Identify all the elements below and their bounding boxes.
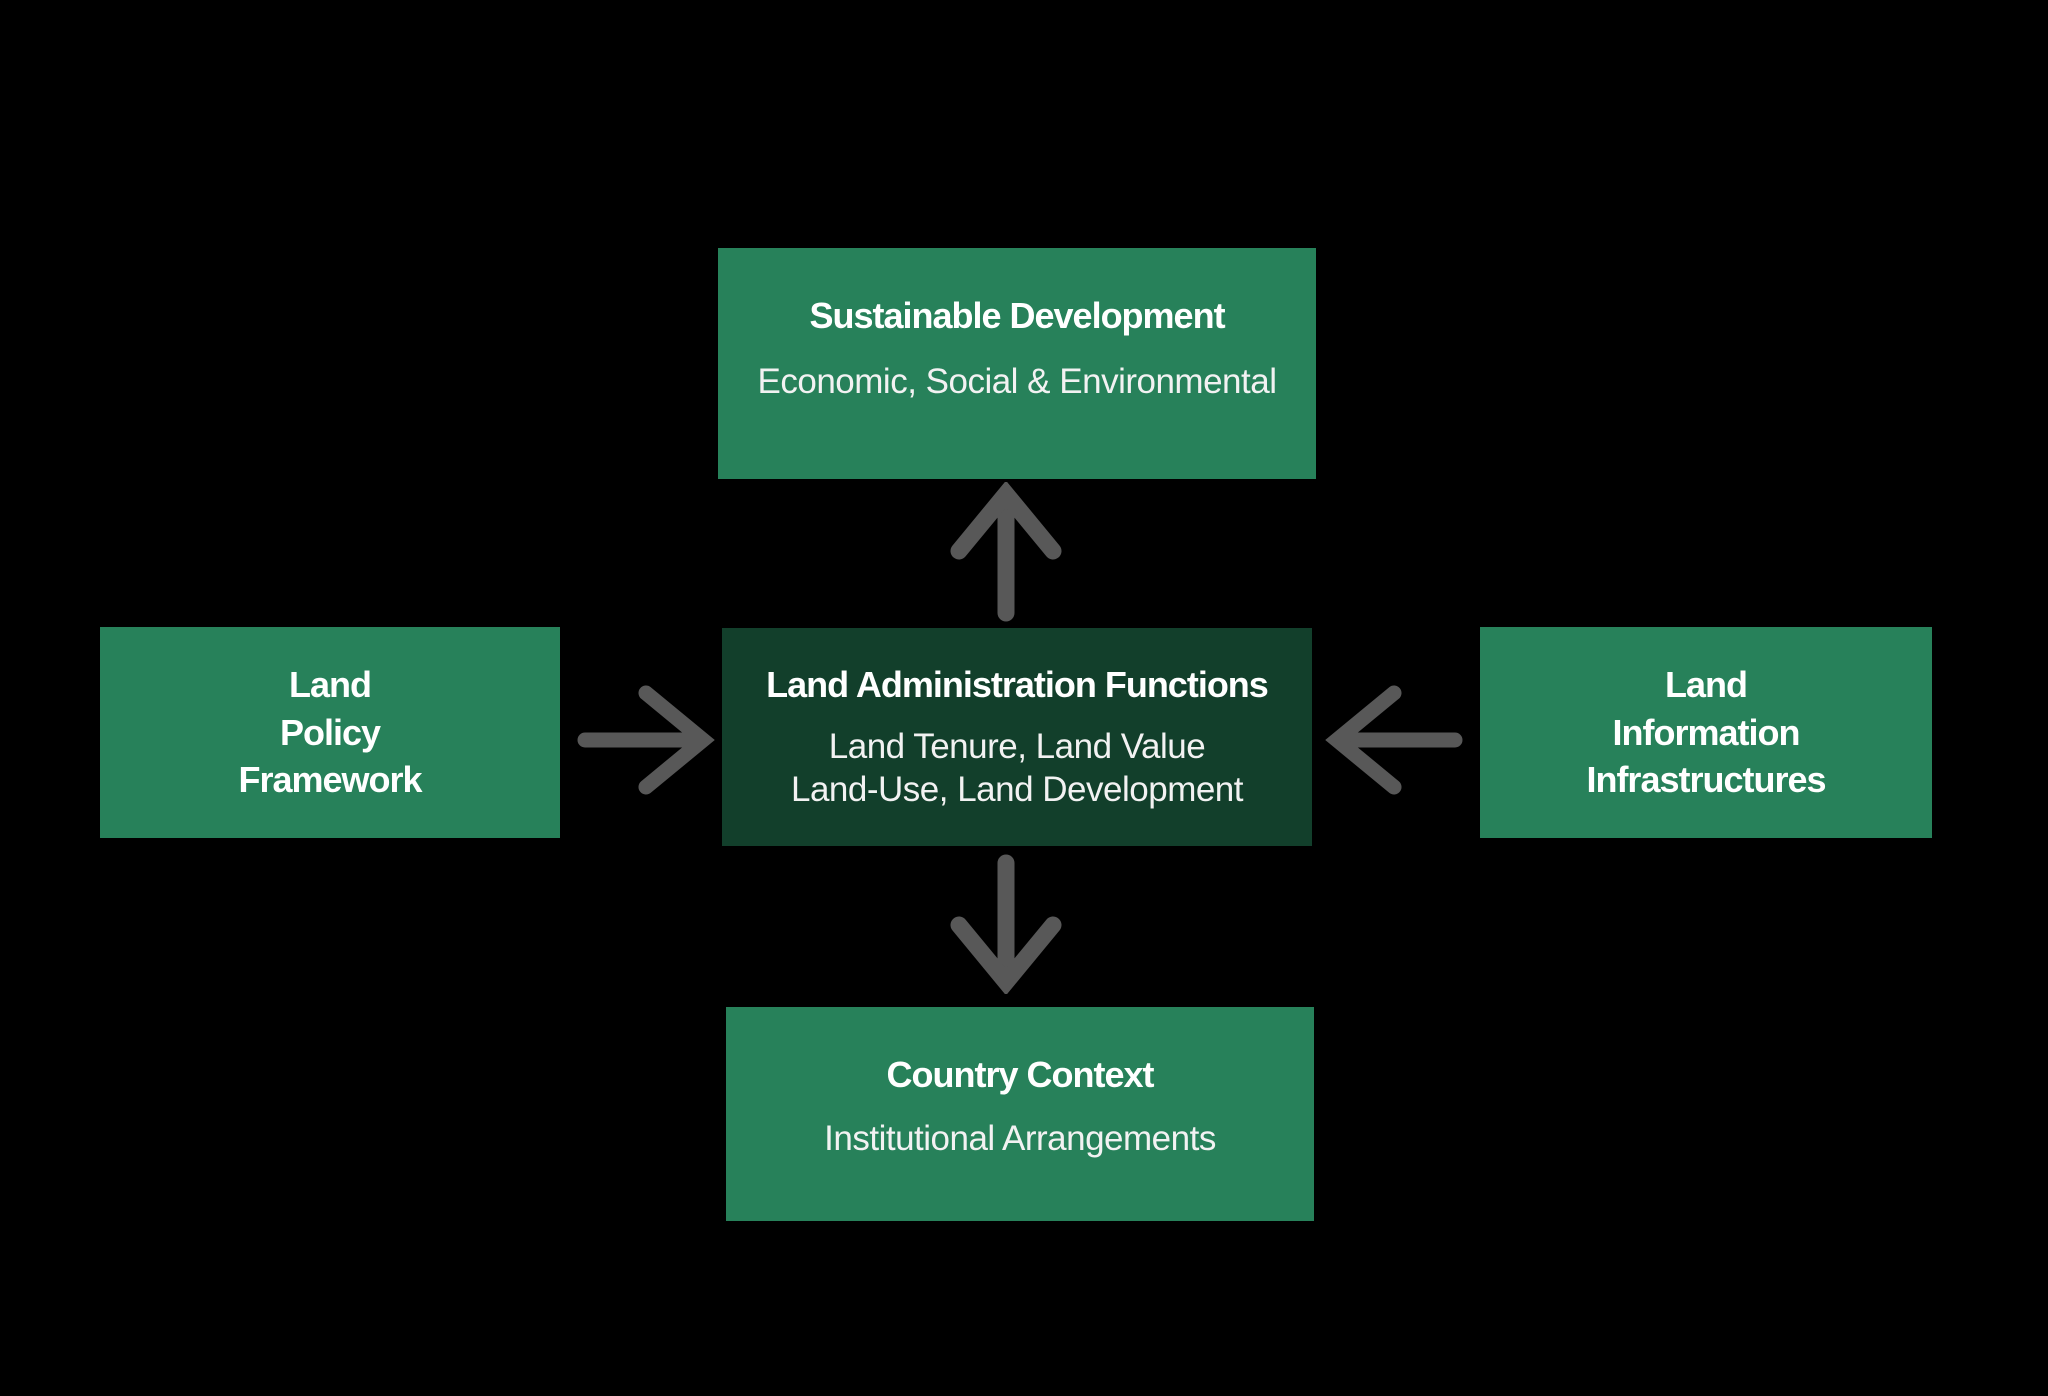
arrow-up-icon (950, 482, 1062, 622)
box-land-administration-functions: Land Administration Functions Land Tenur… (722, 628, 1312, 846)
country-context-subtitle: Institutional Arrangements (824, 1119, 1216, 1159)
land-policy-framework-line-2: Policy (279, 711, 381, 753)
sustainable-development-title: Sustainable Development (809, 294, 1225, 336)
land-information-infrastructures-line-3: Infrastructures (1586, 759, 1826, 801)
arrow-down-icon (950, 854, 1062, 994)
land-administration-functions-body-line-1: Land Tenure, Land Value (828, 726, 1206, 766)
country-context-title: Country Context (886, 1054, 1155, 1096)
land-administration-functions-body-line-2: Land-Use, Land Development (790, 769, 1244, 809)
box-land-information-infrastructures: Land Information Infrastructures (1480, 627, 1932, 838)
land-information-infrastructures-line-2: Information (1612, 711, 1801, 753)
land-policy-framework-line-3: Framework (238, 759, 422, 801)
land-information-infrastructures-line-1: Land (1665, 663, 1748, 705)
box-sustainable-development: Sustainable Development Economic, Social… (718, 248, 1316, 479)
sustainable-development-subtitle: Economic, Social & Environmental (757, 361, 1277, 401)
land-policy-framework-line-1: Land (289, 663, 372, 705)
arrow-right-icon (577, 685, 715, 795)
box-country-context: Country Context Institutional Arrangemen… (726, 1007, 1314, 1221)
land-administration-functions-title: Land Administration Functions (766, 663, 1269, 705)
arrow-left-icon (1325, 685, 1463, 795)
box-land-policy-framework: Land Policy Framework (100, 627, 560, 838)
land-administration-functions-body: Land Tenure, Land Value Land-Use, Land D… (790, 726, 1244, 811)
